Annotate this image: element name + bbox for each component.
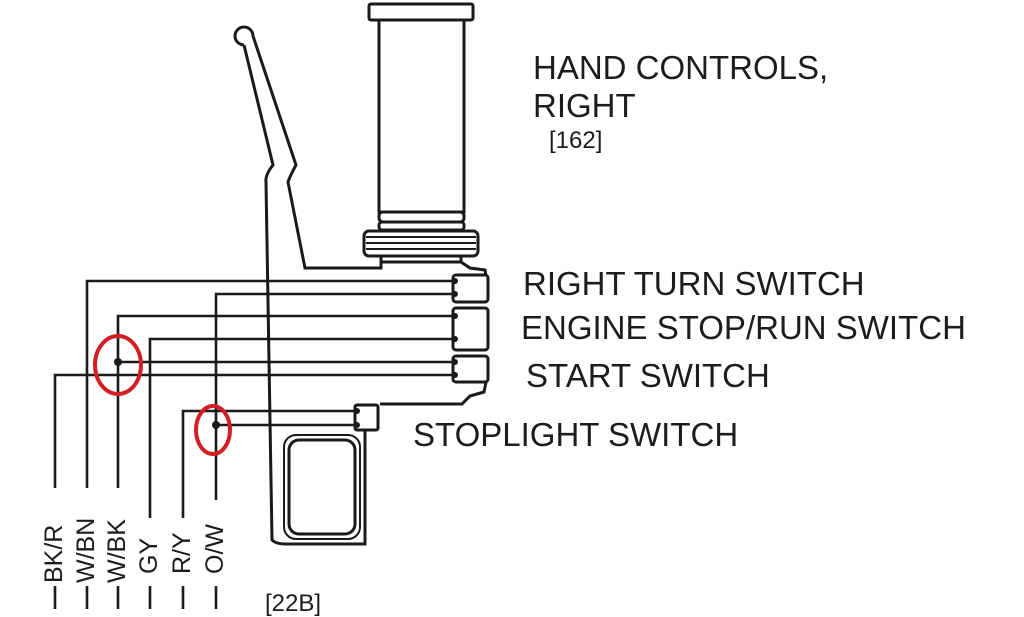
label-gaps [40, 488, 231, 586]
stoplight-connector [353, 403, 380, 432]
highlight-ellipse-o-w [194, 404, 232, 456]
wire-label-r-y: R/Y [168, 532, 196, 574]
switch-housing [283, 260, 488, 540]
start-connector [451, 354, 490, 384]
wire-label-w-bn: W/BN [72, 517, 100, 583]
handlebar-grip [362, 2, 480, 264]
splice-node-o-w [212, 421, 220, 429]
wire-label-gy: GY [135, 537, 163, 574]
connector-ref: [22B] [265, 590, 322, 617]
wire-label-bk-r: BK/R [40, 524, 68, 583]
component-ref: [162] [549, 127, 603, 154]
right-turn-connector [451, 273, 490, 304]
engine-stop-run-connector [451, 306, 490, 352]
connectors [353, 273, 490, 432]
component-title-line1: HAND CONTROLS, [533, 49, 829, 86]
wire-label-w-bk: W/BK [103, 519, 131, 583]
component-title-line2: RIGHT [533, 87, 636, 124]
highlight-annotations [93, 334, 232, 456]
wire-label-o-w: O/W [201, 524, 229, 574]
brake-lever [233, 25, 383, 546]
switch-label-stoplight: STOPLIGHT SWITCH [413, 416, 739, 453]
highlight-ellipse-w-bk [93, 334, 143, 396]
switch-label-right-turn: RIGHT TURN SWITCH [523, 265, 865, 302]
switch-label-engine-stop-run: ENGINE STOP/RUN SWITCH [521, 309, 966, 346]
splice-node-w-bk [114, 358, 122, 366]
splice-nodes [114, 278, 458, 429]
switch-label-start: START SWITCH [526, 357, 770, 394]
